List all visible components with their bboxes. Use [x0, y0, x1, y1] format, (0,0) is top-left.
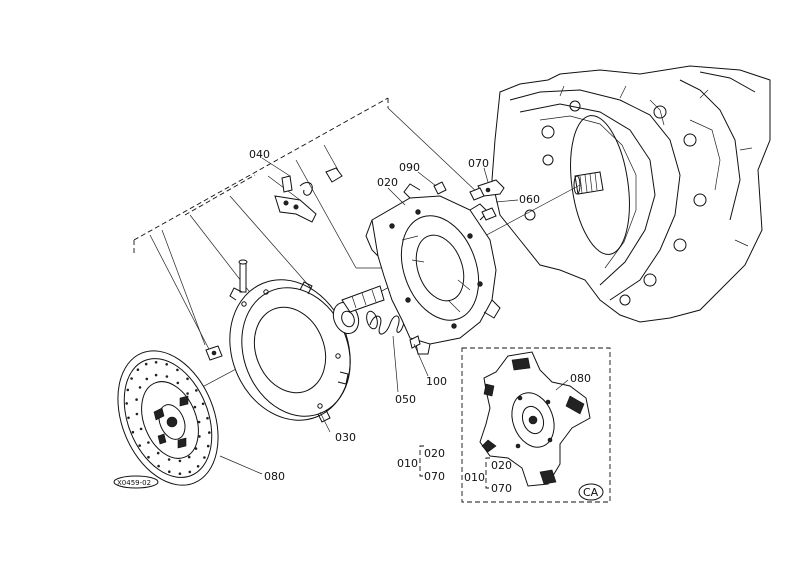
lining-dot [206, 416, 209, 420]
release-lever-parts [205, 167, 343, 361]
lining-dot [136, 368, 140, 372]
lining-dot [197, 420, 201, 424]
lining-dot [157, 464, 160, 468]
lining-dot [139, 427, 143, 431]
lining-dot [178, 472, 182, 476]
lining-dot [178, 459, 182, 463]
label-020: 020 [377, 176, 398, 189]
leader-lines [219, 157, 569, 475]
label-080-inset: 080 [570, 372, 591, 385]
lining-dot [196, 465, 200, 468]
lining-dot [156, 451, 160, 455]
lining-dot [176, 381, 180, 385]
lining-dot [176, 368, 179, 372]
lining-dot [168, 470, 171, 474]
kit-a-070: 070 [424, 470, 445, 483]
lining-dot [125, 402, 128, 405]
lining-dot [127, 416, 130, 420]
kit-brackets [419, 445, 490, 489]
lining-dot [165, 375, 169, 378]
label-070: 070 [468, 157, 489, 170]
transmission-housing [491, 65, 771, 323]
lining-dot [135, 412, 139, 416]
lining-dot [144, 362, 148, 366]
kit-b-010: 010 [464, 471, 485, 484]
inset-tag: CA [583, 486, 599, 499]
lining-dot [193, 405, 197, 409]
lining-dot [206, 444, 210, 448]
clutch-cover [365, 183, 501, 355]
kit-a-010: 010 [397, 457, 418, 470]
lining-dot [154, 373, 158, 377]
inset-alternate-disc [461, 347, 611, 503]
inset-tag-ring [578, 483, 604, 501]
lining-dot [194, 447, 198, 450]
kit-b-020: 020 [491, 459, 512, 472]
lining-dot [126, 388, 130, 392]
lining-dot [186, 392, 189, 395]
lining-dot [165, 363, 168, 366]
label-100: 100 [426, 375, 447, 388]
lining-dot [154, 361, 158, 364]
lining-dot [145, 377, 149, 381]
lining-dot [167, 458, 171, 461]
lining-dot [198, 435, 201, 438]
lining-dot [201, 402, 205, 406]
lining-dot [147, 441, 150, 444]
clutch-disc [117, 350, 219, 486]
lining-dot [186, 377, 189, 381]
lining-dot [147, 455, 150, 459]
label-040: 040 [249, 148, 270, 161]
lining-dot [138, 386, 142, 389]
lining-dot [188, 470, 192, 474]
drawing-code: X0459-02 [117, 479, 151, 487]
drawing-code-ring [113, 475, 159, 489]
lining-dot [130, 377, 133, 380]
lining-dot [187, 455, 191, 459]
release-bearing [332, 285, 385, 335]
lining-dot [195, 389, 198, 392]
lining-dot [138, 444, 141, 447]
lining-dot [131, 430, 135, 434]
lining-dot [208, 431, 211, 434]
label-080-disc: 080 [264, 470, 285, 483]
label-030: 030 [335, 431, 356, 444]
lining-dot [203, 456, 206, 459]
small-hardware [409, 167, 519, 377]
kit-b-070: 070 [491, 482, 512, 495]
lining-dot [135, 398, 138, 401]
pressure-plate [229, 279, 351, 423]
kit-a-020: 020 [424, 447, 445, 460]
label-060: 060 [519, 193, 540, 206]
label-050: 050 [395, 393, 416, 406]
label-090: 090 [399, 161, 420, 174]
